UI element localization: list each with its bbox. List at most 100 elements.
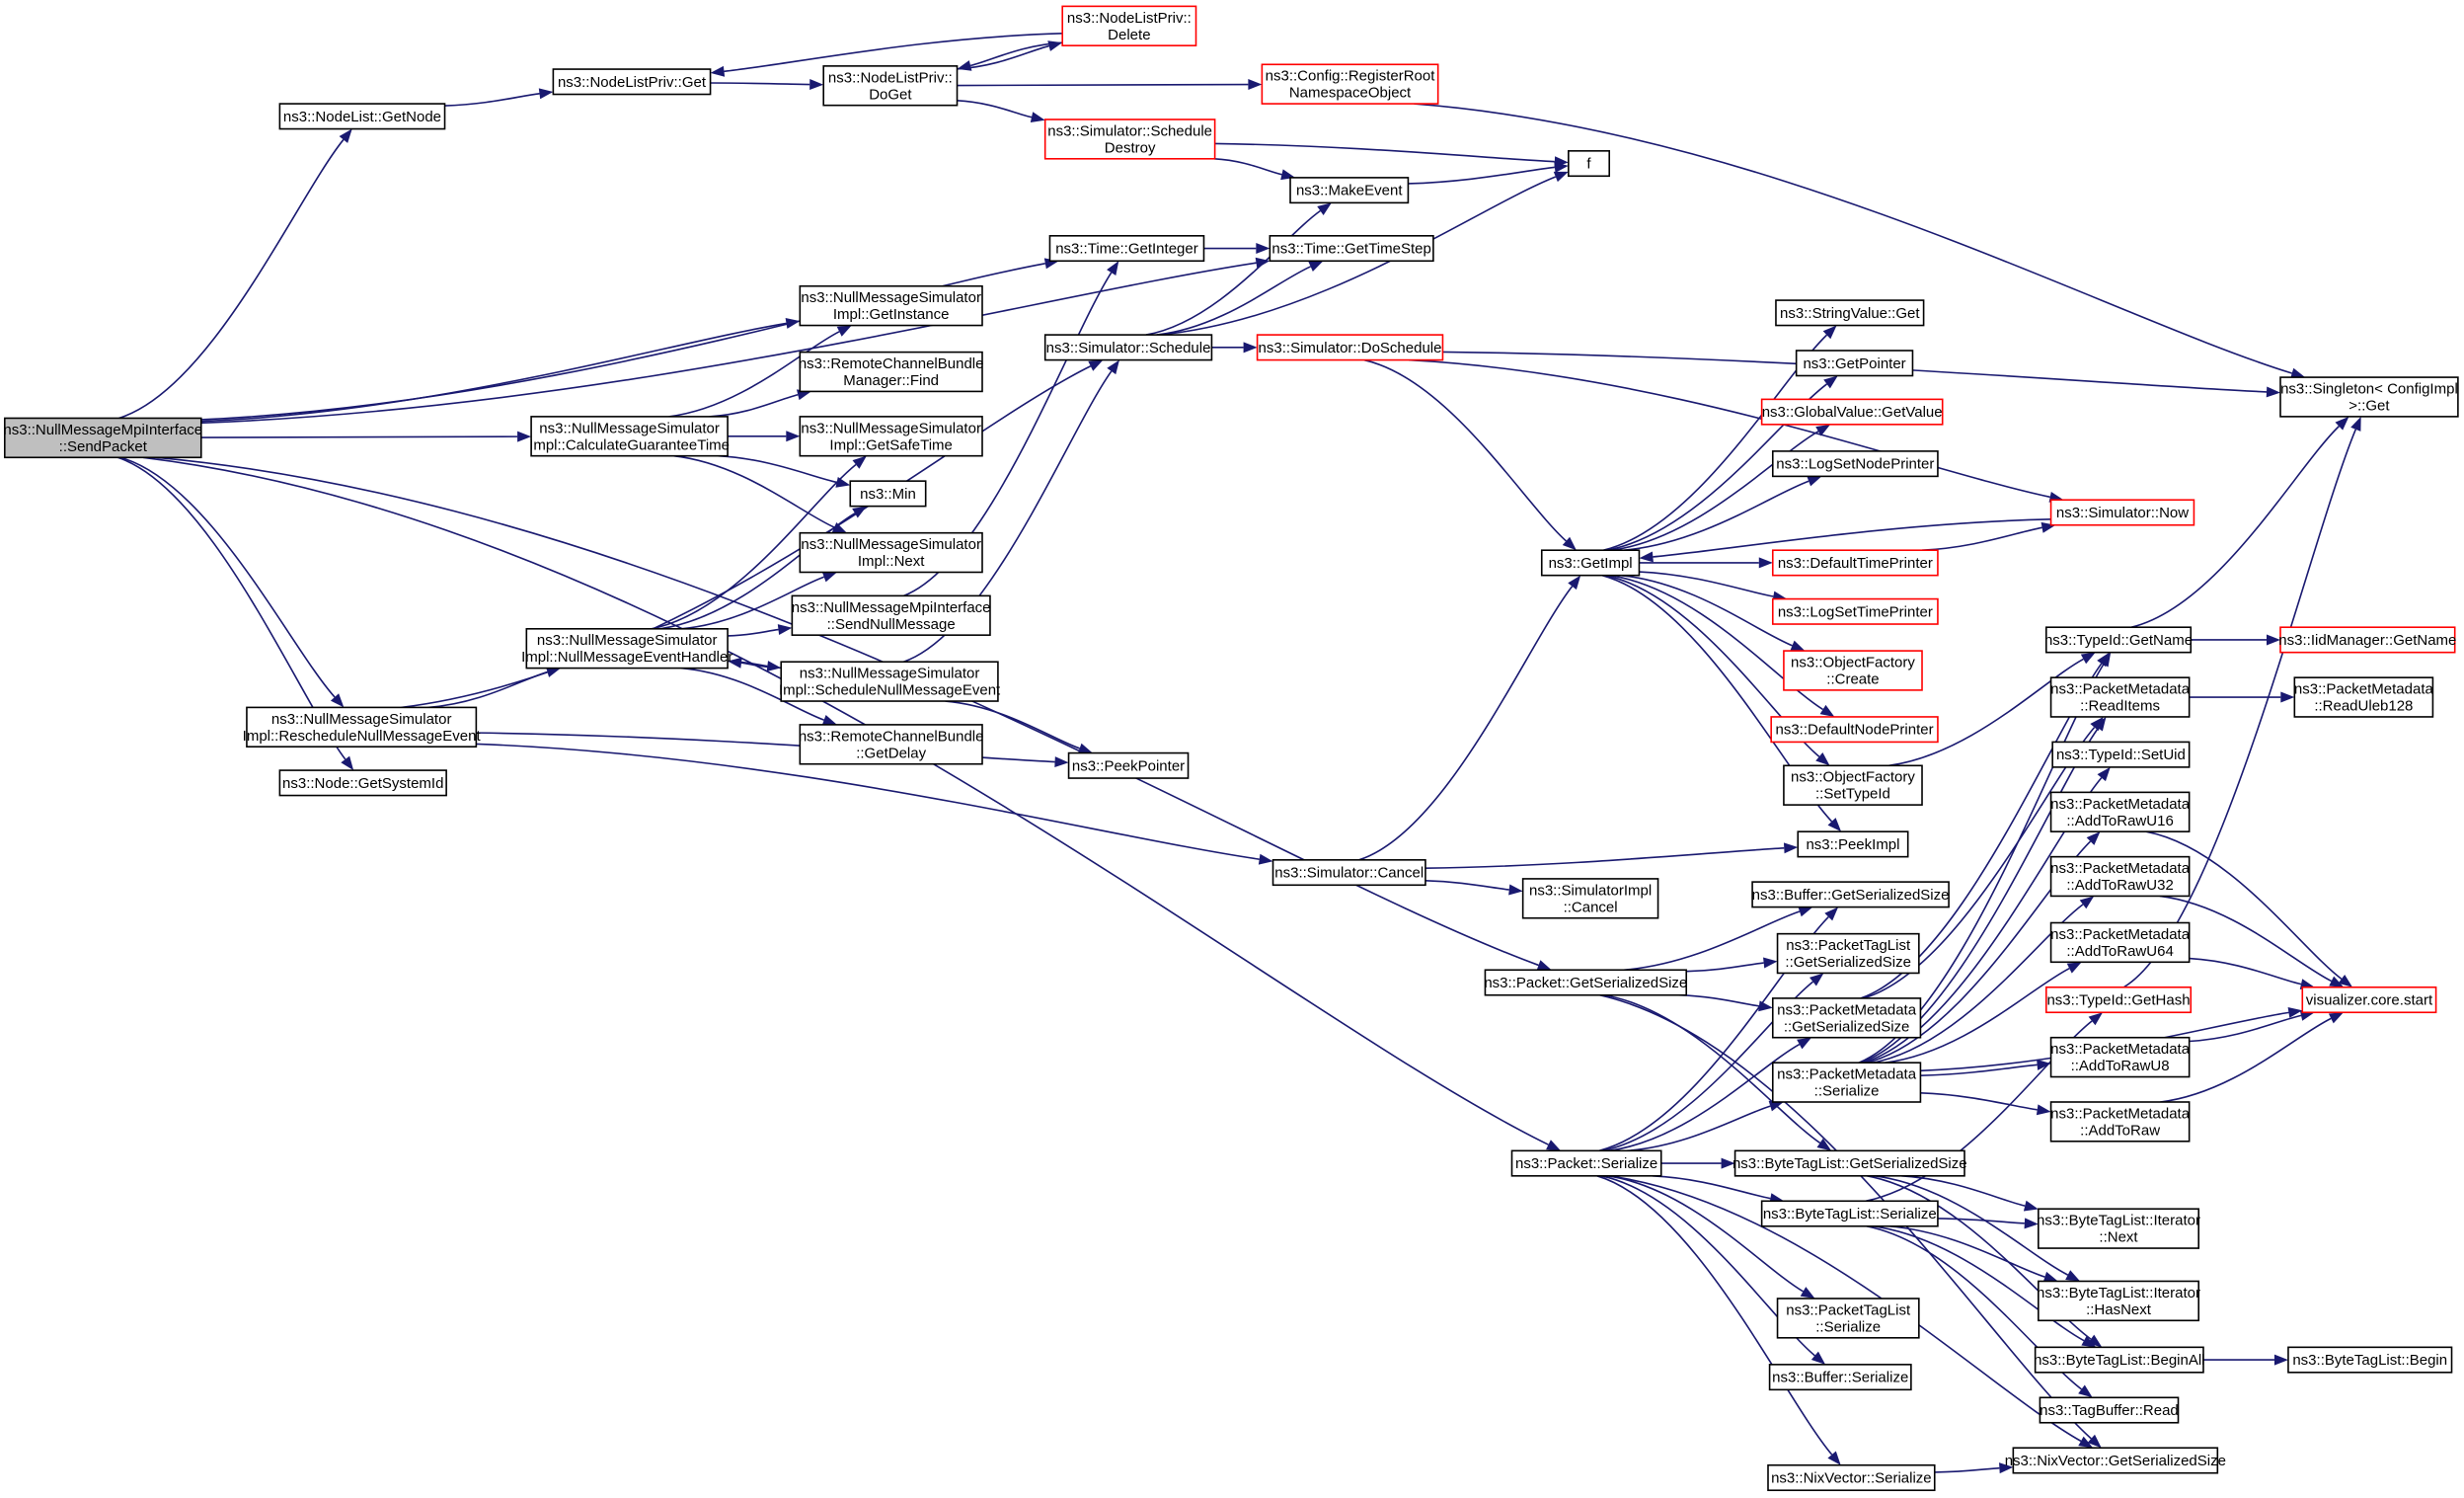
graph-node-getimpl[interactable]: ns3::GetImpl: [1540, 549, 1641, 577]
graph-node-nix-serialize[interactable]: ns3::NixVector::Serialize: [1767, 1463, 1936, 1492]
call-edge: [1214, 157, 1282, 176]
graph-node-defaultnodeprinter[interactable]: ns3::DefaultNodePrinter: [1770, 716, 1939, 744]
graph-node-peekimpl[interactable]: ns3::PeekImpl: [1797, 830, 1909, 858]
graph-node-pm-readuleb[interactable]: ns3::PacketMetadata::ReadUleb128: [2293, 676, 2434, 718]
graph-node-sim-cancel[interactable]: ns3::Simulator::Cancel: [1271, 859, 1426, 887]
graph-node-nodelistpriv-delete[interactable]: ns3::NodeListPriv::Delete: [1061, 5, 1197, 46]
graph-node-typeid-gethash[interactable]: ns3::TypeId::GetHash: [2044, 986, 2193, 1014]
graph-node-simimpl-cancel[interactable]: ns3::SimulatorImpl::Cancel: [1521, 878, 1659, 919]
graph-node-time-getinteger[interactable]: ns3::Time::GetInteger: [1048, 235, 1205, 263]
call-edge: [724, 33, 1063, 73]
graph-node-sim-schedule[interactable]: ns3::Simulator::Schedule: [1043, 334, 1213, 361]
node-box: [1768, 1364, 1912, 1391]
graph-node-btl-iter-hasnext[interactable]: ns3::ByteTagList::Iterator::HasNext: [2037, 1280, 2200, 1322]
graph-node-nodelistpriv-doget[interactable]: ns3::NodeListPriv::DoGet: [822, 65, 959, 107]
graph-node-nms-getinstance[interactable]: ns3::NullMessageSimulatorImpl::GetInstan…: [799, 284, 983, 327]
arrowhead-icon: [2023, 1200, 2039, 1212]
graph-node-defaulttimeprinter[interactable]: ns3::DefaultTimePrinter: [1771, 549, 1939, 577]
arrowhead-icon: [777, 624, 793, 635]
graph-node-nodelist-getnode[interactable]: ns3::NodeList::GetNode: [278, 103, 446, 130]
graph-node-iidmanager-getname[interactable]: ns3::IidManager::GetName: [2278, 626, 2456, 654]
graph-node-logsettimeprinter[interactable]: ns3::LogSetTimePrinter: [1771, 597, 1939, 625]
graph-node-typeid-getname[interactable]: ns3::TypeId::GetName: [2044, 626, 2193, 654]
graph-node-singleton-get[interactable]: ns3::Singleton< ConfigImpl>::Get: [2279, 376, 2459, 418]
arrowhead-icon: [1054, 756, 1069, 768]
graph-node-sim-now[interactable]: ns3::Simulator::Now: [2049, 499, 2195, 526]
arrowhead-icon: [1810, 1351, 1826, 1365]
graph-node-pm-addu64[interactable]: ns3::PacketMetadata::AddToRawU64: [2049, 921, 2191, 964]
node-label: ns3::NullMessageSimulator: [539, 420, 720, 436]
graph-node-sim-doschedule[interactable]: ns3::Simulator::DoSchedule: [1256, 334, 1444, 361]
graph-node-rcb-getdelay[interactable]: ns3::RemoteChannelBundle::GetDelay: [799, 724, 984, 765]
graph-node-nms-getsafetime[interactable]: ns3::NullMessageSimulatorImpl::GetSafeTi…: [799, 416, 983, 457]
call-edge: [1408, 166, 1555, 185]
graph-node-typeid-setuid[interactable]: ns3::TypeId::SetUid: [2051, 741, 2191, 768]
graph-node-objfactory-settypeid[interactable]: ns3::ObjectFactory::SetTypeId: [1783, 764, 1923, 806]
call-edge: [2130, 426, 2340, 628]
graph-node-pm-addu8[interactable]: ns3::PacketMetadata::AddToRawU8: [2049, 1036, 2191, 1078]
graph-node-time-gettimestep[interactable]: ns3::Time::GetTimeStep: [1269, 235, 1434, 263]
graph-node-node-getsystemid[interactable]: ns3::Node::GetSystemId: [278, 769, 447, 797]
graph-node-ptl-getsersize[interactable]: ns3::PacketTagList::GetSerializedSize: [1776, 932, 1920, 975]
graph-node-tagbuffer-read[interactable]: ns3::TagBuffer::Read: [2039, 1396, 2180, 1424]
call-edge: [200, 435, 518, 438]
graph-node-pm-addraw[interactable]: ns3::PacketMetadata::AddToRaw: [2049, 1101, 2191, 1143]
graph-node-btl-begin[interactable]: ns3::ByteTagList::Begin: [2287, 1346, 2453, 1374]
call-edge: [1621, 574, 1793, 647]
graph-node-getpointer[interactable]: ns3::GetPointer: [1795, 350, 1914, 377]
graph-node-ptl-serialize[interactable]: ns3::PacketTagList::Serialize: [1776, 1298, 1920, 1339]
call-edge: [680, 667, 824, 721]
node-label: ns3::ByteTagList::BeginAll: [2034, 1352, 2204, 1369]
graph-node-nms-schedulenull[interactable]: ns3::NullMessageSimulatorImpl::ScheduleN…: [779, 661, 1001, 702]
graph-node-btl-getsersize[interactable]: ns3::ByteTagList::GetSerializedSize: [1732, 1149, 1967, 1177]
graph-node-visualizer-start[interactable]: visualizer.core.start: [2301, 986, 2437, 1014]
graph-node-stringvalue-get[interactable]: ns3::StringValue::Get: [1775, 299, 1925, 327]
graph-node-buffer-getsersize[interactable]: ns3::Buffer::GetSerializedSize: [1751, 881, 1950, 908]
graph-node-packet-serialize[interactable]: ns3::Packet::Serialize: [1510, 1149, 1662, 1177]
node-label: ns3::PacketMetadata: [2050, 1105, 2191, 1122]
arrowhead-icon: [2287, 1006, 2303, 1018]
node-box: [525, 627, 729, 670]
graph-node-nmmi-sendnull[interactable]: ns3::NullMessageMpiInterface::SendNullMe…: [791, 594, 991, 636]
node-box: [1521, 878, 1659, 919]
node-label: ns3::NullMessageSimulator: [800, 666, 980, 682]
graph-node-f[interactable]: f: [1568, 150, 1611, 178]
graph-node-pm-getsersize[interactable]: ns3::PacketMetadata::GetSerializedSize: [1771, 997, 1922, 1039]
arrowhead-icon: [1763, 957, 1778, 969]
node-label: ns3::NullMessageMpiInterface: [792, 599, 991, 616]
graph-node-nms-calcguarantee[interactable]: ns3::NullMessageSimulatorImpl::Calculate…: [529, 416, 730, 457]
node-label: ns3::RemoteChannelBundle: [799, 728, 984, 745]
graph-node-nix-getsersize[interactable]: ns3::NixVector::GetSerializedSize: [2005, 1447, 2226, 1474]
graph-node-makeevent[interactable]: ns3::MakeEvent: [1289, 177, 1410, 204]
graph-node-buffer-serialize[interactable]: ns3::Buffer::Serialize: [1768, 1364, 1912, 1391]
arrowhead-icon: [785, 317, 801, 329]
call-edge: [668, 331, 840, 418]
arrowhead-icon: [339, 128, 352, 143]
arrowhead-icon: [2024, 1218, 2039, 1229]
graph-node-logsetnodeprinter[interactable]: ns3::LogSetNodePrinter: [1771, 450, 1939, 478]
graph-node-pm-addu16[interactable]: ns3::PacketMetadata::AddToRawU16: [2049, 791, 2191, 832]
graph-node-pm-readitems[interactable]: ns3::PacketMetadata::ReadItems: [2049, 676, 2191, 718]
graph-node-globalvalue-getvalue[interactable]: ns3::GlobalValue::GetValue: [1760, 398, 1944, 426]
graph-node-objfactory-create[interactable]: ns3::ObjectFactory::Create: [1783, 650, 1923, 691]
graph-node-peekpointer[interactable]: ns3::PeekPointer: [1067, 751, 1190, 779]
graph-node-root[interactable]: ns3::NullMessageMpiInterface::SendPacket: [3, 417, 202, 459]
graph-node-nms-reschedule[interactable]: ns3::NullMessageSimulatorImpl::Reschedul…: [243, 706, 482, 749]
call-edge: [1626, 1105, 1771, 1152]
graph-node-pm-serialize[interactable]: ns3::PacketMetadata::Serialize: [1771, 1062, 1922, 1103]
graph-node-packet-getsersize[interactable]: ns3::Packet::GetSerializedSize: [1484, 969, 1687, 996]
graph-node-nms-handler[interactable]: ns3::NullMessageSimulatorImpl::NullMessa…: [521, 627, 732, 670]
graph-node-pm-addu32[interactable]: ns3::PacketMetadata::AddToRawU32: [2049, 855, 2191, 898]
node-box: [1261, 63, 1439, 105]
graph-node-btl-beginall[interactable]: ns3::ByteTagList::BeginAll: [2034, 1346, 2205, 1374]
node-box: [552, 68, 712, 96]
graph-node-btl-iter-next[interactable]: ns3::ByteTagList::Iterator::Next: [2037, 1208, 2200, 1249]
graph-node-nodelistpriv-get[interactable]: ns3::NodeListPriv::Get: [552, 68, 712, 96]
graph-node-btl-serialize[interactable]: ns3::ByteTagList::Serialize: [1760, 1200, 1939, 1227]
graph-node-min[interactable]: ns3::Min: [849, 480, 927, 508]
node-box: [1760, 1200, 1939, 1227]
